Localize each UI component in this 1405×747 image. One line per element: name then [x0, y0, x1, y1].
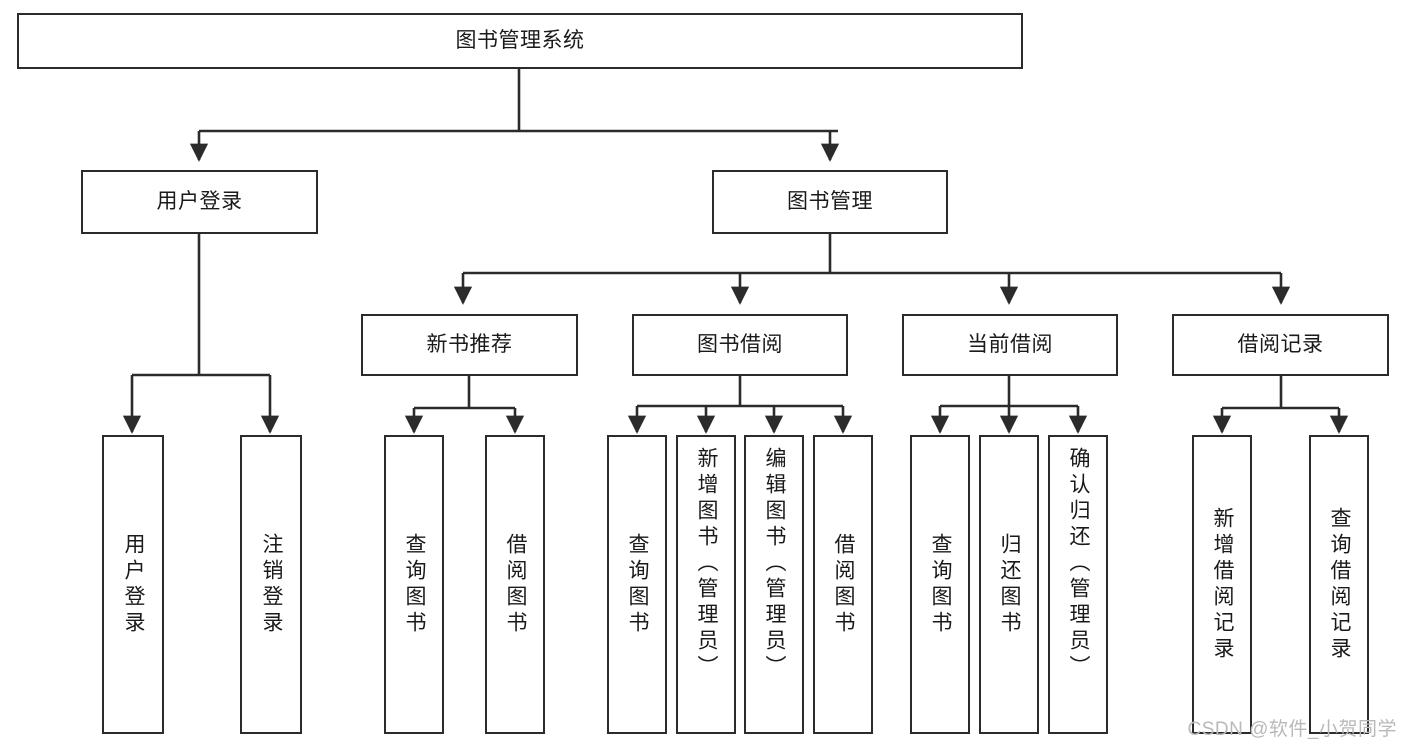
connector-current-borrow-to-leaves: [930, 376, 1088, 434]
node-label: 新书推荐: [426, 332, 513, 356]
connector-new-book-to-leaves: [404, 376, 525, 434]
leaf-new-book-query[interactable]: 查询图书: [384, 435, 444, 734]
leaf-borrow-query-book[interactable]: 查询图书: [607, 435, 667, 734]
node-label: 查询图书: [626, 532, 650, 637]
node-label: 确认归还（管理员）: [1067, 447, 1091, 681]
node-new-book-recommend[interactable]: 新书推荐: [361, 314, 578, 376]
leaf-record-add-record[interactable]: 新增借阅记录: [1192, 435, 1252, 734]
node-root-system[interactable]: 图书管理系统: [17, 13, 1023, 69]
leaf-record-query-record[interactable]: 查询借阅记录: [1309, 435, 1369, 734]
connector-book-mgmt-to-level3: [453, 234, 1291, 305]
node-book-borrow[interactable]: 图书借阅: [632, 314, 848, 376]
node-label: 归还图书: [998, 532, 1022, 637]
connector-borrow-book-to-leaves: [627, 376, 853, 434]
leaf-current-query-book[interactable]: 查询图书: [910, 435, 970, 734]
node-label: 借阅记录: [1237, 332, 1324, 356]
leaf-new-book-borrow[interactable]: 借阅图书: [485, 435, 545, 734]
node-book-management[interactable]: 图书管理: [712, 170, 948, 234]
connector-borrow-record-to-leaves: [1212, 376, 1349, 434]
node-label: 查询图书: [403, 532, 427, 637]
leaf-user-login-logout[interactable]: 注销登录: [240, 435, 302, 734]
node-user-login[interactable]: 用户登录: [81, 170, 318, 234]
node-label: 新增图书（管理员）: [695, 447, 719, 681]
leaf-borrow-edit-book-admin[interactable]: 编辑图书（管理员）: [744, 435, 804, 734]
node-label: 借阅图书: [504, 532, 528, 637]
node-label: 图书管理系统: [455, 28, 585, 52]
node-label: 新增借阅记录: [1211, 506, 1235, 663]
node-label: 图书借阅: [697, 332, 783, 356]
leaf-borrow-borrow-book[interactable]: 借阅图书: [813, 435, 873, 734]
node-label: 查询图书: [929, 532, 953, 637]
node-borrow-record[interactable]: 借阅记录: [1172, 314, 1389, 376]
node-label: 图书管理: [787, 189, 873, 213]
node-label: 编辑图书（管理员）: [763, 447, 787, 681]
leaf-current-return-book[interactable]: 归还图书: [979, 435, 1039, 734]
node-label: 当前借阅: [967, 332, 1053, 356]
node-label: 借阅图书: [832, 532, 856, 637]
node-label: 用户登录: [122, 532, 146, 637]
leaf-borrow-add-book-admin[interactable]: 新增图书（管理员）: [676, 435, 736, 734]
leaf-current-confirm-return-admin[interactable]: 确认归还（管理员）: [1048, 435, 1108, 734]
node-current-borrow[interactable]: 当前借阅: [902, 314, 1118, 376]
leaf-user-login-login[interactable]: 用户登录: [102, 435, 164, 734]
connector-user-login-to-leaves: [122, 234, 280, 434]
node-label: 注销登录: [260, 532, 284, 637]
node-label: 用户登录: [156, 189, 243, 213]
connector-root-to-level2: [189, 68, 840, 162]
node-label: 查询借阅记录: [1328, 506, 1352, 663]
